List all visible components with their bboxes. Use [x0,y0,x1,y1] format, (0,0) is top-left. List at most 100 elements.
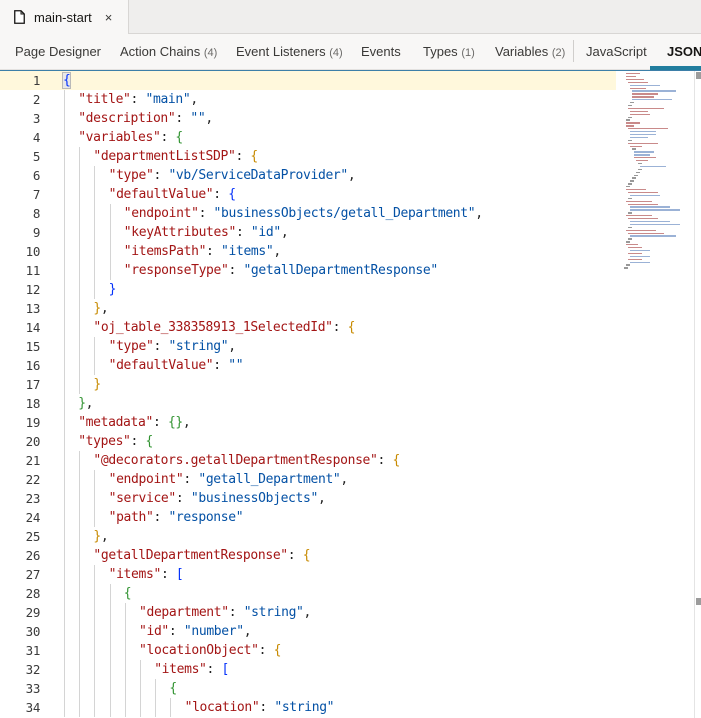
minimap-line [626,75,636,78]
code-line[interactable]: 28{ [0,584,616,603]
code-line[interactable]: 17} [0,375,616,394]
code-line[interactable]: 32"items": [ [0,660,616,679]
json-string: "main" [145,92,191,107]
code-line[interactable]: 31"locationObject": { [0,641,616,660]
code-line[interactable]: 29"department": "string", [0,603,616,622]
line-number: 19 [25,415,41,430]
subnav-javascript[interactable]: JavaScript [586,34,647,70]
code-line[interactable]: 18}, [0,394,616,413]
subnav-action-chains[interactable]: Action Chains (4) [120,34,217,70]
minimap[interactable] [622,73,694,273]
minimap-line [632,99,672,101]
code-line[interactable]: 1{ [0,71,616,90]
indent-guide [64,223,65,242]
code-line[interactable]: 14"oj_table_338358913_1SelectedId": { [0,318,616,337]
subnav-variables[interactable]: Variables (2) [495,34,565,70]
scrollbar-thumb[interactable] [696,72,701,79]
code-line[interactable]: 30"id": "number", [0,622,616,641]
indent-guide [64,432,65,451]
indent-guide [79,489,81,508]
code-line[interactable]: 23"service": "businessObjects", [0,489,616,508]
indent-guide [124,679,126,698]
code-text: { [124,584,132,603]
json-key: "@decorators.getallDepartmentResponse" [93,453,378,468]
code-line[interactable]: 22"endpoint": "getall_Department", [0,470,616,489]
code-line[interactable]: 7"defaultValue": { [0,185,616,204]
code-line[interactable]: 10"itemsPath": "items", [0,242,616,261]
subnav-divider [573,40,574,62]
json-bracket: } [93,301,101,316]
code-lines[interactable]: 1{2"title": "main",3"description": "",4"… [0,71,616,717]
code-line[interactable]: 12} [0,280,616,299]
json-string: "id" [250,225,281,240]
indent-guide [94,470,96,489]
code-line[interactable]: 33{ [0,679,616,698]
minimap-line [632,93,658,95]
subnav-types[interactable]: Types (1) [423,34,475,70]
code-text: "service": "businessObjects", [109,489,326,508]
json-bracket: { [392,453,400,468]
file-tab-main-start[interactable]: main-start × [0,0,129,34]
indent-guide [94,641,96,660]
subnav-events[interactable]: Events [361,34,401,70]
json-key: "metadata" [78,415,153,430]
line-number: 18 [25,396,41,411]
indent-guide [170,698,172,717]
minimap-line [626,189,646,191]
code-line[interactable]: 15"type": "string", [0,337,616,356]
minimap-line [638,168,642,171]
code-line[interactable]: 19"metadata": {}, [0,413,616,432]
code-text: "path": "response" [109,508,244,527]
code-text: "itemsPath": "items", [124,242,281,261]
indent-guide [109,223,111,242]
code-line[interactable]: 34"location": "string" [0,698,616,717]
line-number: 27 [25,567,41,582]
indent-guide [64,337,65,356]
code-line[interactable]: 8"endpoint": "businessObjects/getall_Dep… [0,204,616,223]
minimap-line [630,84,660,86]
json-bracket: { [302,548,311,563]
json-punctuation: , [100,529,109,544]
json-bracket: { [273,643,282,658]
vertical-scrollbar[interactable] [694,71,701,718]
close-tab-icon[interactable]: × [104,9,113,25]
subnav-json[interactable]: JSON [667,34,701,70]
json-punctuation: , [280,225,289,240]
code-line[interactable]: 25}, [0,527,616,546]
indent-guide [94,698,96,717]
minimap-line [636,160,648,162]
indent-guide [94,223,96,242]
code-line[interactable]: 27"items": [ [0,565,616,584]
json-punctuation: : [152,415,168,430]
code-line[interactable]: 20"types": { [0,432,616,451]
line-number: 8 [32,206,41,221]
json-punctuation: , [273,244,281,259]
indent-guide [155,698,157,717]
code-line[interactable]: 11"responseType": "getallDepartmentRespo… [0,261,616,280]
code-line[interactable]: 26"getallDepartmentResponse": { [0,546,616,565]
minimap-line [630,223,680,226]
code-line[interactable]: 6"type": "vb/ServiceDataProvider", [0,166,616,185]
code-line[interactable]: 21"@decorators.getallDepartmentResponse"… [0,451,616,470]
active-tab-indicator [650,66,701,70]
subnav-event-listeners[interactable]: Event Listeners (4) [236,34,343,70]
json-punctuation: : [153,510,169,525]
code-line[interactable]: 3"description": "", [0,109,616,128]
indent-guide [94,603,96,622]
code-text: { [169,679,177,698]
minimap-line [628,128,668,130]
subnav-page-designer[interactable]: Page Designer [15,34,101,70]
minimap-line [628,139,632,142]
code-line[interactable]: 2"title": "main", [0,90,616,109]
code-line[interactable]: 9"keyAttributes": "id", [0,223,616,242]
code-line[interactable]: 13}, [0,299,616,318]
code-line[interactable]: 5"departmentListSDP": { [0,147,616,166]
indent-guide [124,641,126,660]
indent-guide [109,679,111,698]
json-code-editor[interactable]: 1{2"title": "main",3"description": "",4"… [0,70,701,718]
code-line[interactable]: 24"path": "response" [0,508,616,527]
code-line[interactable]: 4"variables": { [0,128,616,147]
code-line[interactable]: 16"defaultValue": "" [0,356,616,375]
json-bracket: { [347,320,356,335]
json-punctuation: : [168,624,184,639]
